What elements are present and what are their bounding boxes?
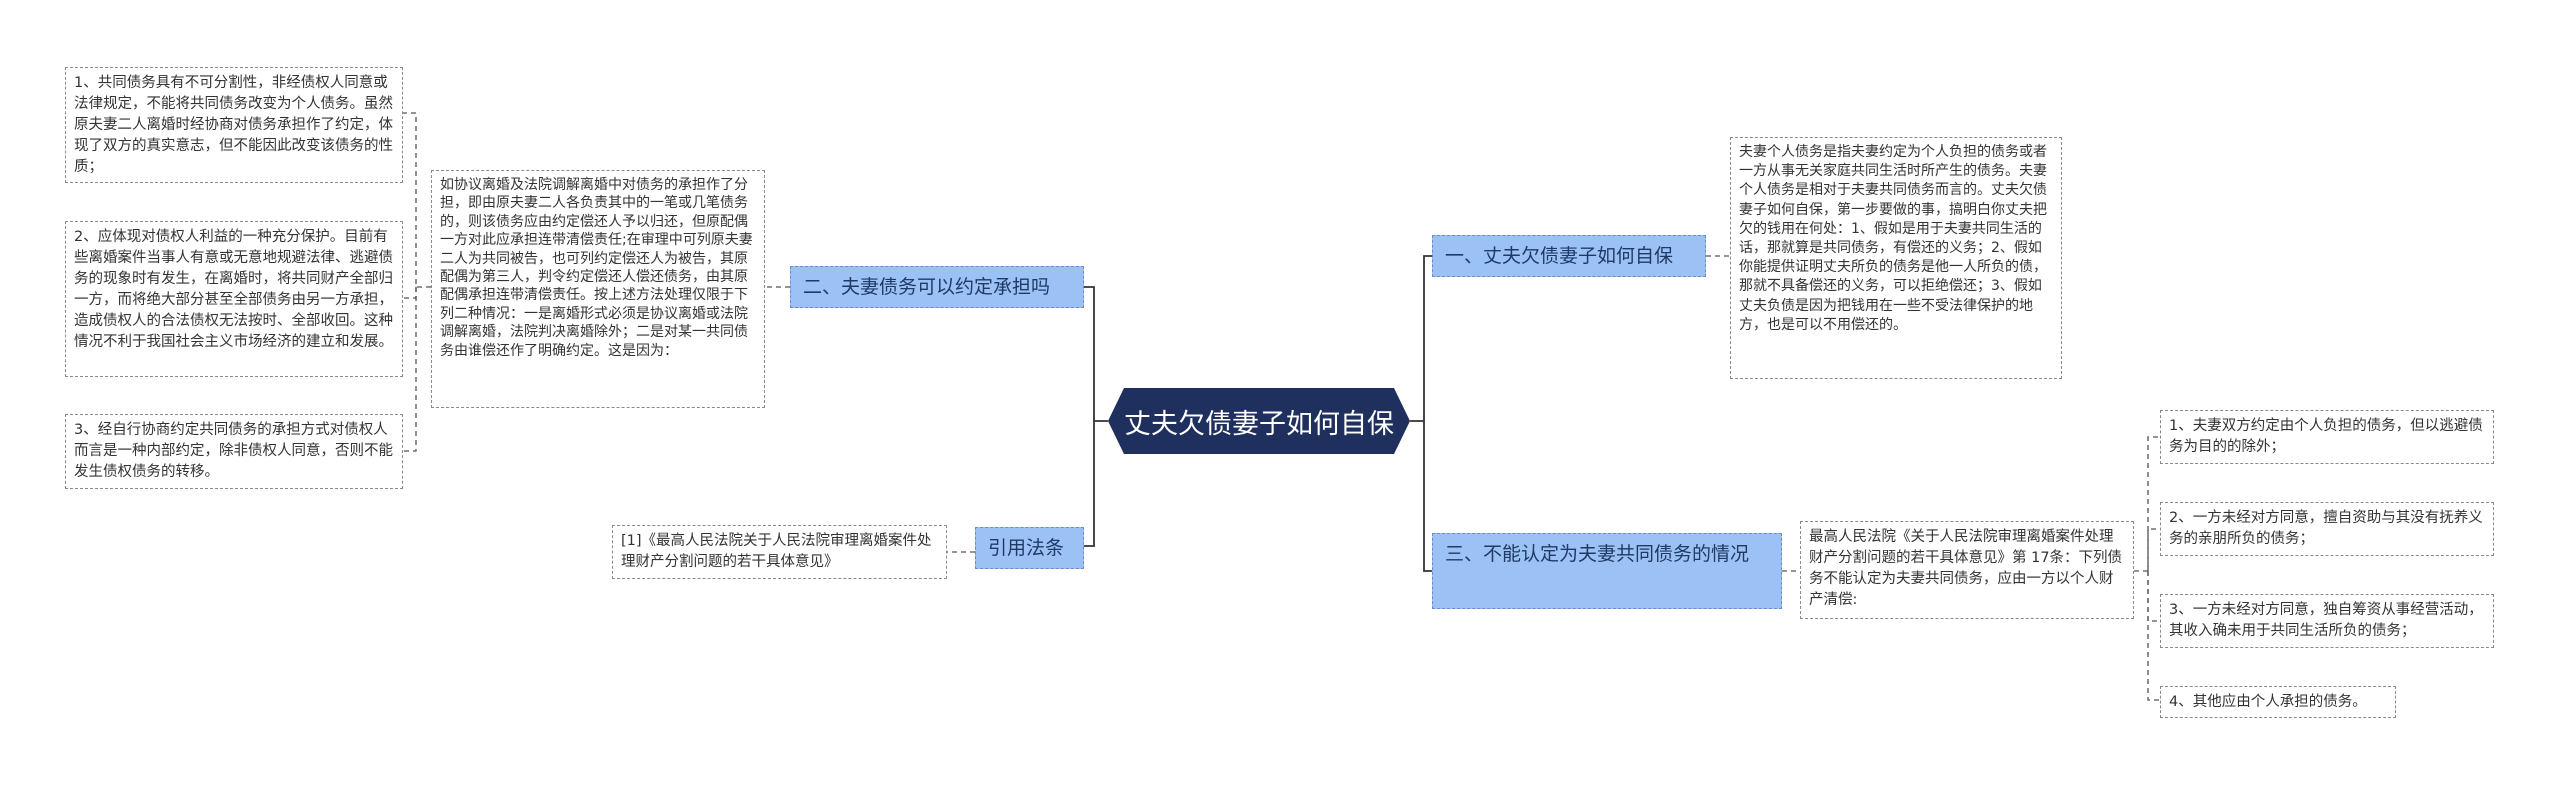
branch-3-sub-3: 3、一方未经对方同意，独自筹资从事经营活动，其收入确未用于共同生活所负的债务；	[2160, 594, 2494, 648]
branch-4-text: [1]《最高人民法院关于人民法院审理离婚案件处理财产分割问题的若干具体意见》	[612, 525, 947, 579]
branch-2-sub-2-content: 2、应体现对债权人利益的一种充分保护。目前有些离婚案件当事人有意或无意地规避法律…	[74, 229, 393, 350]
branch-3-sub-4-content: 4、其他应由个人承担的债务。	[2169, 694, 2367, 710]
branch-3-sub-4: 4、其他应由个人承担的债务。	[2160, 686, 2396, 718]
branch-3-sub-2-content: 2、一方未经对方同意，擅自资助与其没有抚养义务的亲朋所负的债务；	[2169, 510, 2483, 547]
branch-2-sub-1-content: 1、共同债务具有不可分割性，非经债权人同意或法律规定，不能将共同债务改变为个人债…	[74, 75, 393, 175]
branch-1[interactable]: 一、丈夫欠债妻子如何自保	[1432, 235, 1706, 277]
branch-2-label: 二、夫妻债务可以约定承担吗	[803, 276, 1051, 298]
branch-2-sub-3-content: 3、经自行协商约定共同债务的承担方式对债权人而言是一种内部约定，除非债权人同意，…	[74, 422, 393, 480]
branch-2-sub-1: 1、共同债务具有不可分割性，非经债权人同意或法律规定，不能将共同债务改变为个人债…	[65, 67, 403, 183]
branch-3-sub-3-content: 3、一方未经对方同意，独自筹资从事经营活动，其收入确未用于共同生活所负的债务；	[2169, 602, 2483, 639]
branch-3-label: 三、不能认定为夫妻共同债务的情况	[1445, 543, 1750, 565]
branch-3-sub-2: 2、一方未经对方同意，擅自资助与其没有抚养义务的亲朋所负的债务；	[2160, 502, 2494, 556]
branch-3[interactable]: 三、不能认定为夫妻共同债务的情况	[1432, 533, 1782, 609]
branch-1-label: 一、丈夫欠债妻子如何自保	[1445, 245, 1674, 267]
root-title: 丈夫欠债妻子如何自保	[1124, 408, 1394, 440]
branch-3-text-content: 最高人民法院《关于人民法院审理离婚案件处理财产分割问题的若干具体意见》第 17条…	[1809, 529, 2123, 608]
branch-2-sub-2: 2、应体现对债权人利益的一种充分保护。目前有些离婚案件当事人有意或无意地规避法律…	[65, 221, 403, 377]
branch-2-text: 如协议离婚及法院调解离婚中对债务的承担作了分担，即由原夫妻二人各负责其中的一笔或…	[431, 170, 765, 408]
branch-2[interactable]: 二、夫妻债务可以约定承担吗	[790, 266, 1084, 308]
branch-1-text-content: 夫妻个人债务是指夫妻约定为个人负担的债务或者一方从事无关家庭共同生活时所产生的债…	[1739, 144, 2047, 333]
branch-4[interactable]: 引用法条	[975, 527, 1084, 569]
branch-3-sub-1: 1、夫妻双方约定由个人负担的债务，但以逃避债务为目的的除外；	[2160, 410, 2494, 464]
branch-2-text-content: 如协议离婚及法院调解离婚中对债务的承担作了分担，即由原夫妻二人各负责其中的一笔或…	[440, 177, 753, 359]
branch-4-text-content: [1]《最高人民法院关于人民法院审理离婚案件处理财产分割问题的若干具体意见》	[621, 533, 932, 570]
branch-2-sub-3: 3、经自行协商约定共同债务的承担方式对债权人而言是一种内部约定，除非债权人同意，…	[65, 414, 403, 489]
branch-3-sub-1-content: 1、夫妻双方约定由个人负担的债务，但以逃避债务为目的的除外；	[2169, 418, 2483, 455]
branch-4-label: 引用法条	[988, 537, 1065, 559]
branch-3-text: 最高人民法院《关于人民法院审理离婚案件处理财产分割问题的若干具体意见》第 17条…	[1800, 521, 2134, 619]
branch-1-text: 夫妻个人债务是指夫妻约定为个人负担的债务或者一方从事无关家庭共同生活时所产生的债…	[1730, 137, 2062, 379]
root-topic[interactable]: 丈夫欠债妻子如何自保	[1108, 388, 1410, 454]
